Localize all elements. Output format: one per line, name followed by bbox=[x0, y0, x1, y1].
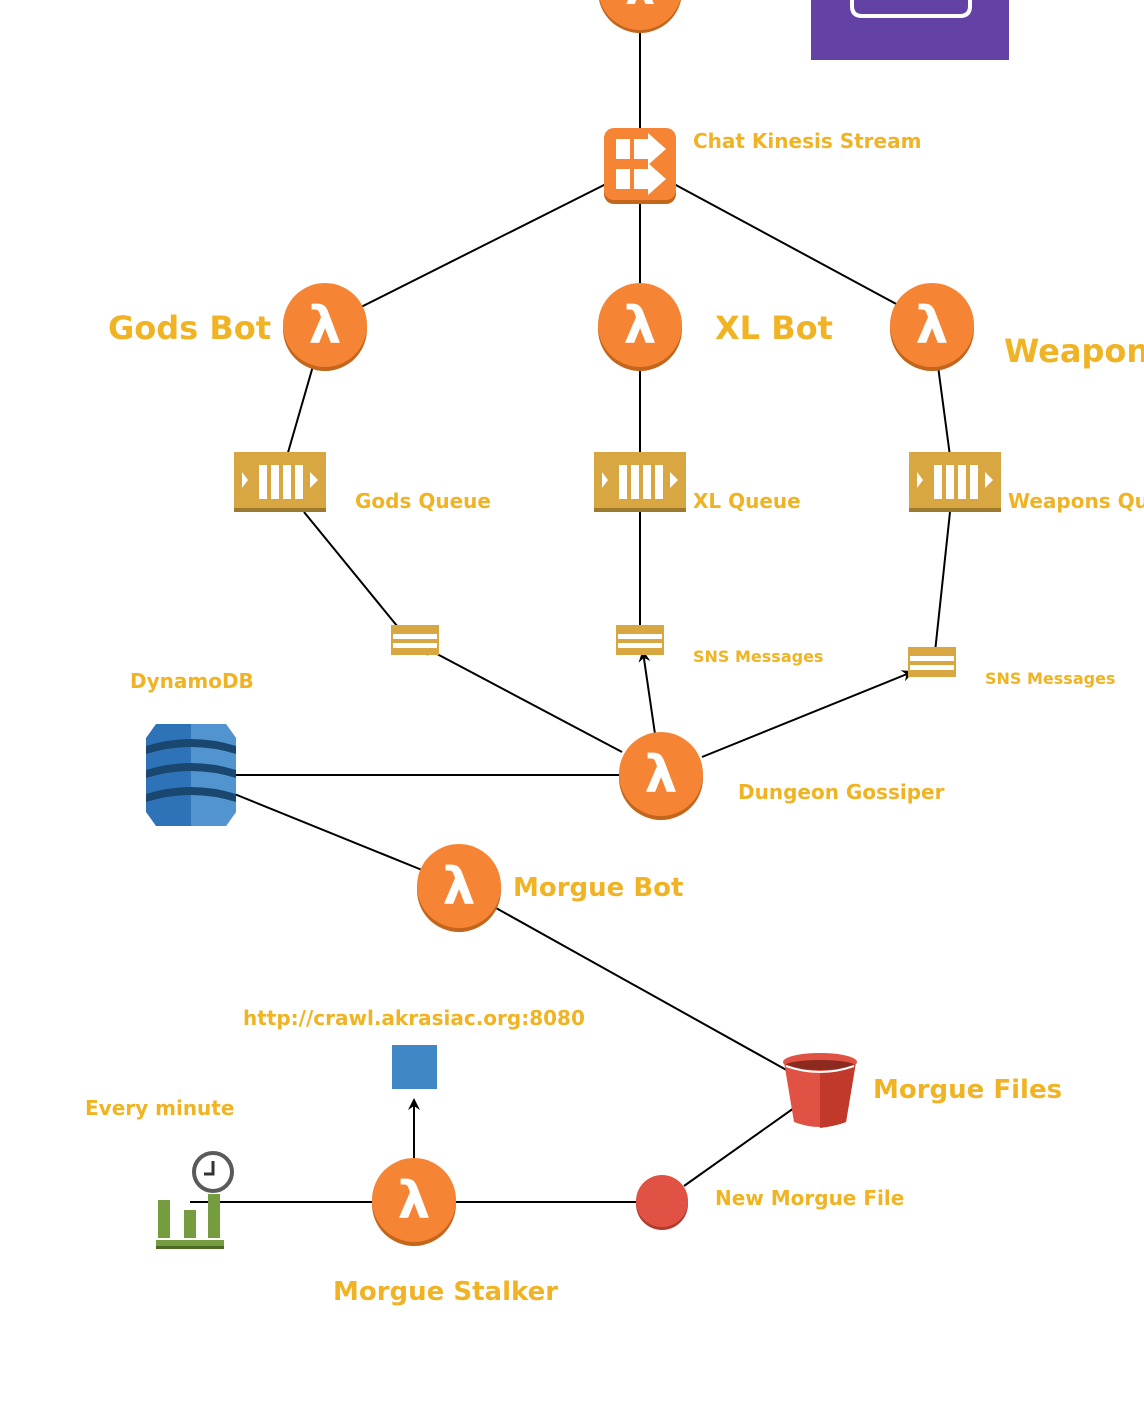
xl-queue-label: XL Queue bbox=[693, 489, 801, 513]
gods-bot-label: Gods Bot bbox=[108, 309, 271, 347]
sqs-queue-icon bbox=[909, 452, 1001, 512]
morgue-files-label: Morgue Files bbox=[873, 1075, 1062, 1105]
edge-dynamodb-to-morgue-bot bbox=[231, 792, 423, 871]
cloudwatch-schedule-icon bbox=[156, 1151, 234, 1249]
svg-text:λ: λ bbox=[443, 857, 476, 917]
lambda-icon: λ bbox=[619, 732, 703, 820]
lambda-icon: λ bbox=[890, 283, 974, 371]
weapons-queue-label: Weapons Que bbox=[1008, 489, 1144, 513]
edge-weapons-bot-to-weapons-queue bbox=[937, 365, 951, 457]
weapons-bot-label: Weapons bbox=[1004, 332, 1144, 370]
lambda-icon: λ bbox=[372, 1158, 456, 1246]
dungeon-gossiper-label: Dungeon Gossiper bbox=[738, 780, 945, 804]
edge-gods-queue-to-sns bbox=[303, 511, 403, 633]
crawl-url-label: http://crawl.akrasiac.org:8080 bbox=[243, 1006, 585, 1030]
s3-bucket-icon bbox=[783, 1053, 857, 1128]
lambda-icon: λ bbox=[417, 844, 501, 932]
svg-text:λ: λ bbox=[625, 0, 655, 16]
sns-messages-xl-label: SNS Messages bbox=[693, 647, 823, 666]
edge-gossiper-to-weapons-sns bbox=[701, 670, 914, 758]
lambda-icon: λ bbox=[283, 283, 367, 371]
new-morgue-file-label: New Morgue File bbox=[715, 1186, 904, 1210]
lambda-icon: λ bbox=[598, 0, 682, 33]
svg-text:λ: λ bbox=[916, 296, 949, 356]
kinesis-stream-icon bbox=[604, 128, 676, 204]
edge-morgue-bot-to-morgue-files bbox=[495, 907, 791, 1073]
sns-message-icon bbox=[616, 625, 664, 655]
edge-gossiper-to-xl-sns bbox=[638, 650, 656, 735]
sqs-queue-icon bbox=[594, 452, 686, 512]
edge-gods-bot-to-gods-queue bbox=[286, 365, 314, 457]
svg-text:λ: λ bbox=[624, 296, 657, 356]
sns-message-icon bbox=[391, 625, 439, 655]
edge-weapons-queue-to-sns bbox=[934, 511, 951, 653]
sqs-queue-icon bbox=[234, 452, 326, 512]
edge-morgue-files-to-new-file bbox=[683, 1107, 795, 1187]
svg-text:λ: λ bbox=[398, 1171, 431, 1231]
morgue-bot-label: Morgue Bot bbox=[513, 873, 683, 903]
dynamodb-icon bbox=[146, 724, 236, 826]
morgue-stalker-label: Morgue Stalker bbox=[333, 1277, 558, 1307]
lambda-icon: λ bbox=[598, 283, 682, 371]
chat-kinesis-stream-label: Chat Kinesis Stream bbox=[693, 129, 921, 153]
s3-event-node bbox=[636, 1175, 688, 1230]
gods-queue-label: Gods Queue bbox=[355, 489, 491, 513]
every-minute-label: Every minute bbox=[85, 1096, 234, 1120]
sns-messages-weapons-label: SNS Messages bbox=[985, 669, 1115, 688]
svg-text:λ: λ bbox=[645, 745, 678, 805]
xl-bot-label: XL Bot bbox=[715, 309, 833, 347]
sns-message-icon bbox=[908, 647, 956, 677]
edge-gossiper-to-gods-sns bbox=[420, 645, 623, 753]
connections bbox=[190, 20, 951, 1203]
edge-kinesis-to-weapons-bot bbox=[673, 183, 901, 307]
edge-kinesis-to-gods-bot bbox=[354, 183, 607, 311]
svg-text:λ: λ bbox=[309, 296, 342, 356]
website-node bbox=[392, 1045, 437, 1089]
dynamodb-label: DynamoDB bbox=[130, 669, 254, 693]
twitch-logo-icon bbox=[811, 0, 1009, 60]
